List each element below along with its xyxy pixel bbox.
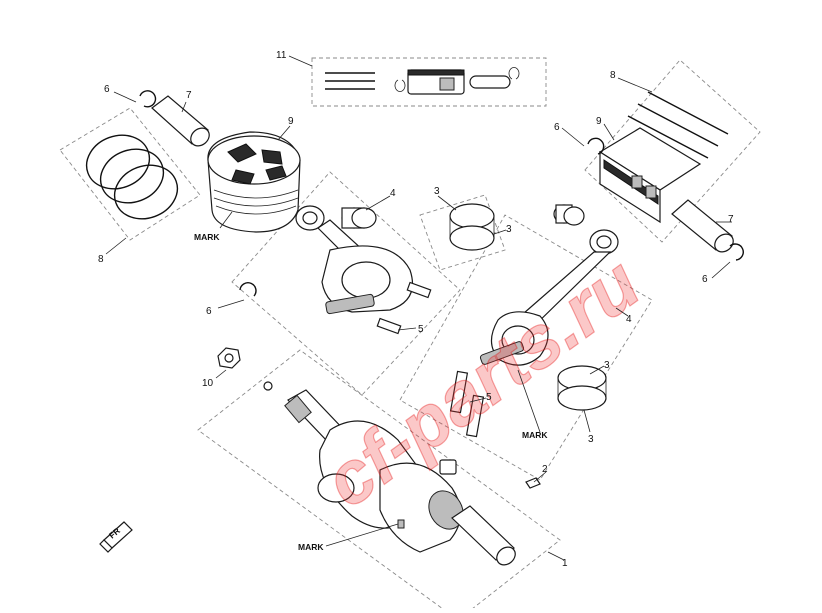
mark-label-crankshaft: MARK <box>298 542 324 552</box>
callout-4-left: 4 <box>390 188 396 199</box>
callout-11: 11 <box>276 50 287 61</box>
callout-8-right: 8 <box>610 70 616 81</box>
callout-9-left: 9 <box>288 116 294 127</box>
callout-6-right-top: 6 <box>554 122 560 133</box>
crankshaft-1 <box>284 389 516 566</box>
callout-numbers: 11 6 7 9 8 6 10 4 3 3 5 8 6 9 7 6 4 3 3 … <box>98 50 734 569</box>
piston-pin-right <box>671 199 734 253</box>
callout-7-top-left: 7 <box>186 90 192 101</box>
leader-lines <box>105 55 732 561</box>
connecting-rod-right <box>479 229 619 366</box>
piston-pin-left <box>151 95 210 147</box>
rod-box-right <box>399 214 653 481</box>
callout-6-right-bottom: 6 <box>702 274 708 285</box>
mark-labels: MARK MARK MARK <box>194 232 548 552</box>
piston-right <box>598 127 702 224</box>
rod-bushing-4-right <box>553 204 585 226</box>
kit-box-11 <box>311 57 547 107</box>
piston-rings-right <box>627 91 729 159</box>
callout-9-right: 9 <box>596 116 602 127</box>
callout-5-right: 5 <box>486 392 492 403</box>
piston-kit-11 <box>325 67 520 95</box>
piston-left <box>207 131 301 233</box>
circlip-right-top <box>587 137 605 155</box>
piston-box-right <box>584 59 761 243</box>
crankshaft-box <box>197 349 561 613</box>
callout-6-mid-left: 6 <box>206 306 212 317</box>
circlip-left <box>139 90 157 108</box>
callout-1: 1 <box>562 558 568 569</box>
callout-3-right-b: 3 <box>588 434 594 445</box>
callout-4-right: 4 <box>626 314 632 325</box>
callout-7-right: 7 <box>728 214 734 225</box>
bearing-box-top <box>419 194 506 271</box>
bearing-shell-3-top <box>449 203 495 251</box>
callout-3-top-b: 3 <box>506 224 512 235</box>
mark-label-piston: MARK <box>194 232 220 242</box>
rod-bushing-4-left <box>341 207 377 229</box>
callout-5-left: 5 <box>418 324 424 335</box>
piston-rings-left <box>85 134 179 220</box>
callout-8-left: 8 <box>98 254 104 265</box>
small-ball-pin <box>263 381 273 391</box>
woodruff-key-2 <box>525 477 541 489</box>
callout-10: 10 <box>202 378 214 389</box>
nut-10 <box>217 347 241 369</box>
connecting-rod-left <box>295 205 414 315</box>
callout-3-top-a: 3 <box>434 186 440 197</box>
callout-3-right-a: 3 <box>604 360 610 371</box>
mark-label-rod: MARK <box>522 430 548 440</box>
callout-6-top-left: 6 <box>104 84 110 95</box>
front-direction-arrow-icon: FR <box>99 521 133 553</box>
callout-2: 2 <box>542 464 548 475</box>
circlip-mid-left <box>239 282 257 297</box>
rod-bolts-5-right <box>449 370 485 438</box>
circlip-right-bottom <box>729 243 744 261</box>
